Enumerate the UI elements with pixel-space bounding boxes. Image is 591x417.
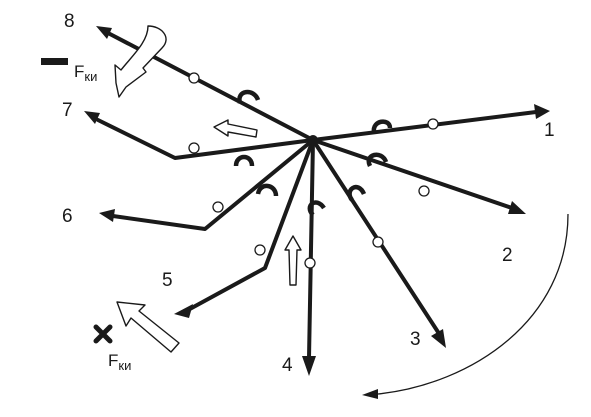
ray-3-loop (347, 184, 367, 202)
ray-3-node (372, 236, 384, 248)
curved-rotation-arrow (114, 25, 167, 98)
ray-3-number: 3 (410, 329, 421, 350)
ray-6-number: 6 (62, 206, 73, 227)
ray-5: 5 (162, 138, 315, 318)
ray-5-loop (255, 183, 279, 197)
ray-3: 3 (311, 138, 446, 350)
ray-6-node (212, 201, 224, 213)
ray-2-loop (366, 152, 389, 168)
ray-1-arrowhead (534, 104, 550, 119)
ray-4-loop (307, 200, 326, 217)
ray-8-arrowhead (96, 26, 112, 39)
minus-sign (41, 58, 68, 65)
ray-1-loop (371, 119, 393, 133)
ray-4-number: 4 (282, 355, 293, 376)
force-plus-subscript: ки (118, 358, 131, 373)
svg-text:Fки: Fки (74, 62, 97, 84)
ray-4-node (304, 257, 316, 269)
ray-5-node (254, 244, 266, 256)
ray-6: 6 (62, 138, 315, 231)
force-minus-letter: F (74, 62, 84, 81)
ray-7-arrowhead (84, 111, 100, 124)
ray-8-number: 8 (64, 11, 75, 32)
up-hollow-arrow (284, 235, 302, 286)
ray-3-arrowhead (431, 329, 446, 348)
ray-2-arrowhead (508, 201, 526, 214)
ray-7: 7 (62, 100, 315, 160)
sweep-arrowhead (362, 389, 378, 399)
left-hollow-arrow (213, 119, 258, 138)
ray-1-node (427, 118, 439, 130)
diagonal-hollow-arrow (116, 301, 180, 353)
ray-4: 4 (282, 138, 326, 376)
force-plus-label: Fки (93, 324, 131, 373)
plus-sign (93, 324, 113, 344)
ray-8-loop (237, 89, 261, 104)
ray-5-number: 5 (162, 270, 173, 291)
ray-2: 2 (311, 138, 526, 266)
ray-1: 1 (311, 104, 555, 142)
ray-6-arrowhead (99, 209, 115, 222)
ray-1-number: 1 (544, 120, 555, 141)
force-plus-letter: F (108, 351, 118, 370)
ray-6-loop (233, 154, 255, 167)
force-minus-label: Fки (41, 58, 97, 84)
center-hub (308, 135, 318, 145)
svg-text:Fки: Fки (108, 351, 131, 373)
ray-2-node (418, 185, 430, 197)
ray-8-node (188, 72, 200, 84)
ray-2-number: 2 (502, 245, 513, 266)
ray-4-arrowhead (302, 356, 316, 376)
ray-7-number: 7 (62, 100, 73, 121)
ray-5-arrowhead (174, 304, 193, 318)
sweep-arc (377, 213, 569, 395)
ray-7-node (188, 142, 200, 154)
force-minus-subscript: ки (84, 69, 97, 84)
